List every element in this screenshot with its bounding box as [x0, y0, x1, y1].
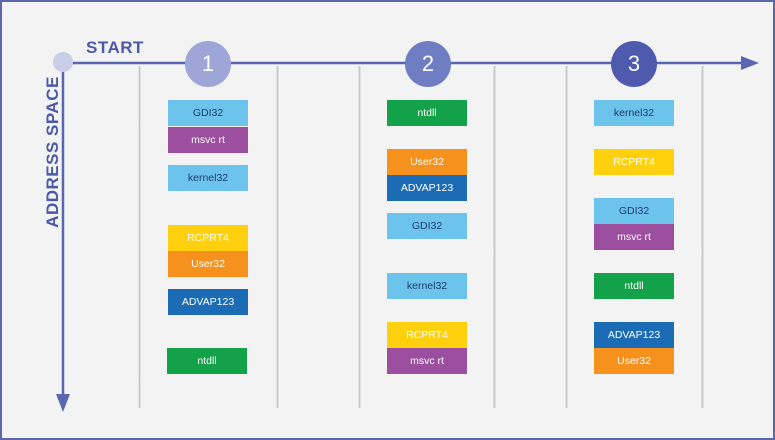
- column-1-block-rcprt4: RCPRT4: [168, 225, 248, 251]
- x-axis-arrowhead: [741, 56, 759, 70]
- column-separator: [565, 66, 568, 408]
- column-3-block-msvcrt: msvc rt: [594, 224, 674, 250]
- column-separator: [358, 66, 361, 408]
- column-separator: [701, 66, 704, 408]
- column-3-block-kernel32: kernel32: [594, 100, 674, 126]
- column-3-number: 3: [611, 41, 657, 87]
- column-3-block-gdi32: GDI32: [594, 198, 674, 224]
- column-1-block-gdi32: GDI32: [168, 100, 248, 126]
- column-1-number: 1: [185, 41, 231, 87]
- column-2-block-gdi32: GDI32: [387, 213, 467, 239]
- address-space-label: ADDRESS SPACE: [43, 76, 62, 228]
- start-label: START: [86, 38, 144, 57]
- y-axis-arrowhead: [56, 394, 70, 412]
- column-2-number: 2: [405, 41, 451, 87]
- column-2-block-msvcrt: msvc rt: [387, 348, 467, 374]
- column-1-block-msvcrt: msvc rt: [168, 127, 248, 153]
- column-separator: [276, 66, 279, 408]
- column-3-block-rcprt4: RCPRT4: [594, 149, 674, 175]
- column-2-block-user32: User32: [387, 149, 467, 175]
- column-1-block-advap123: ADVAP123: [168, 289, 248, 315]
- column-2-block-kernel32: kernel32: [387, 273, 467, 299]
- column-1-block-ntdll: ntdll: [167, 348, 247, 374]
- column-separator: [138, 66, 141, 408]
- column-1-block-user32: User32: [168, 251, 248, 277]
- column-2-block-rcprt4: RCPRT4: [387, 322, 467, 348]
- column-3-block-ntdll: ntdll: [594, 273, 674, 299]
- column-separator: [493, 66, 496, 408]
- origin-dot: [53, 52, 73, 72]
- column-1-block-kernel32: kernel32: [168, 165, 248, 191]
- column-2-block-ntdll: ntdll: [387, 100, 467, 126]
- column-3-block-user32: User32: [594, 348, 674, 374]
- column-3-block-advap123: ADVAP123: [594, 322, 674, 348]
- column-2-block-advap123: ADVAP123: [387, 175, 467, 201]
